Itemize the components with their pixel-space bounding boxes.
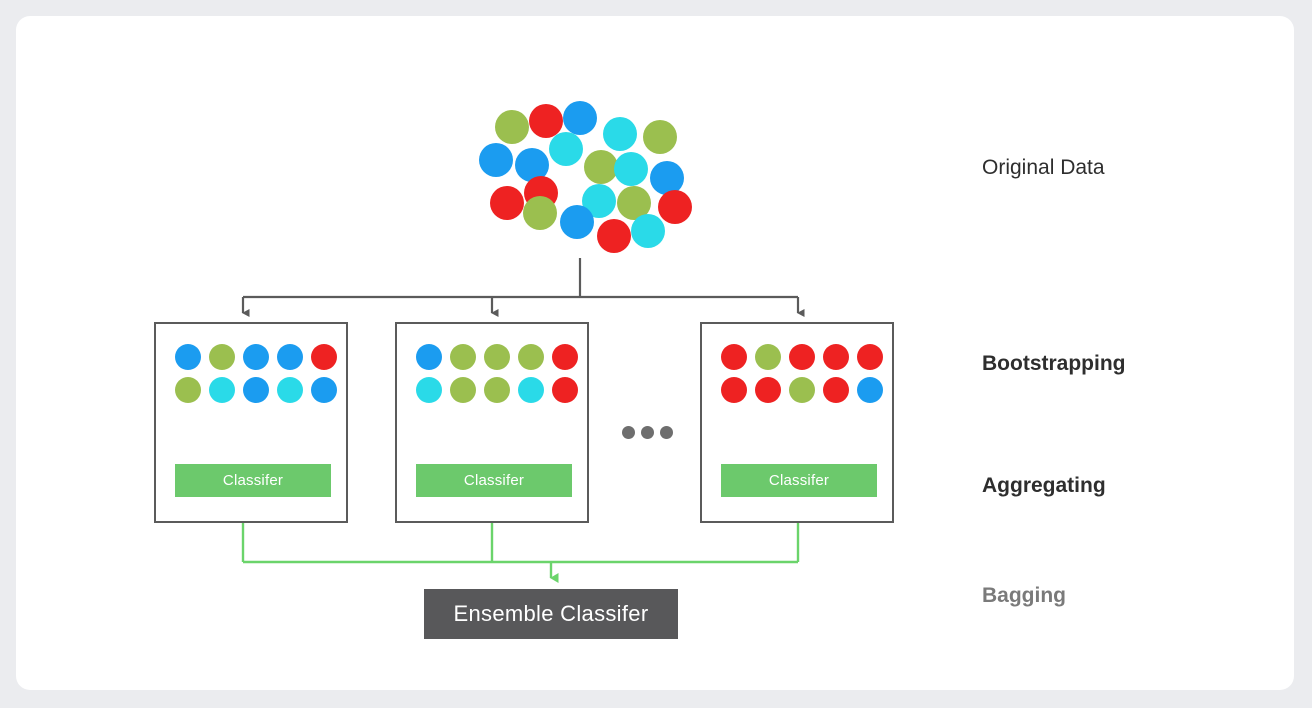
data-point-blue	[479, 143, 513, 177]
data-point-blue	[650, 161, 684, 195]
sample-point-cyan	[209, 377, 235, 403]
classifier-button[interactable]: Classifer	[175, 464, 331, 497]
ensemble-classifier-label: Ensemble Classifer	[453, 601, 649, 626]
sample-point-blue	[311, 377, 337, 403]
data-point-red	[658, 190, 692, 224]
data-point-red	[490, 186, 524, 220]
data-point-blue	[563, 101, 597, 135]
sample-point-blue	[857, 377, 883, 403]
ellipsis-dot	[641, 426, 654, 439]
sample-point-blue	[175, 344, 201, 370]
sample-point-green	[789, 377, 815, 403]
sample-point-red	[857, 344, 883, 370]
side-label-bootstrapping: Bootstrapping	[982, 352, 1126, 375]
sample-point-red	[789, 344, 815, 370]
split-connector	[241, 258, 805, 317]
ellipsis-dot	[660, 426, 673, 439]
data-point-green	[643, 120, 677, 154]
data-point-red	[529, 104, 563, 138]
sample-point-green	[484, 377, 510, 403]
side-label-bagging: Bagging	[982, 584, 1066, 607]
sample-point-red	[311, 344, 337, 370]
bootstrap-sample-box: Classifer	[395, 322, 589, 523]
data-point-blue	[560, 205, 594, 239]
data-point-cyan	[631, 214, 665, 248]
data-point-green	[523, 196, 557, 230]
sample-point-red	[721, 344, 747, 370]
side-label-original-data: Original Data	[982, 156, 1105, 179]
classifier-button[interactable]: Classifer	[416, 464, 572, 497]
sample-point-green	[755, 344, 781, 370]
data-point-green	[584, 150, 618, 184]
data-point-red	[597, 219, 631, 253]
sample-point-blue	[243, 377, 269, 403]
sample-point-cyan	[416, 377, 442, 403]
data-point-cyan	[603, 117, 637, 151]
sample-point-red	[552, 344, 578, 370]
bootstrap-sample-box: Classifer	[154, 322, 348, 523]
sample-point-green	[450, 377, 476, 403]
ellipsis-dot	[622, 426, 635, 439]
sample-point-red	[552, 377, 578, 403]
sample-point-cyan	[277, 377, 303, 403]
data-point-green	[495, 110, 529, 144]
sample-point-green	[209, 344, 235, 370]
data-point-cyan	[549, 132, 583, 166]
sample-point-cyan	[518, 377, 544, 403]
sample-point-blue	[416, 344, 442, 370]
sample-point-red	[755, 377, 781, 403]
data-point-cyan	[614, 152, 648, 186]
sample-point-red	[721, 377, 747, 403]
bootstrap-sample-box: Classifer	[700, 322, 894, 523]
side-label-aggregating: Aggregating	[982, 474, 1106, 497]
sample-point-blue	[243, 344, 269, 370]
sample-point-red	[823, 377, 849, 403]
classifier-button[interactable]: Classifer	[721, 464, 877, 497]
sample-point-green	[518, 344, 544, 370]
ensemble-classifier-box[interactable]: Ensemble Classifer	[424, 589, 678, 639]
sample-point-red	[823, 344, 849, 370]
sample-point-green	[175, 377, 201, 403]
sample-point-green	[484, 344, 510, 370]
sample-point-blue	[277, 344, 303, 370]
sample-point-green	[450, 344, 476, 370]
